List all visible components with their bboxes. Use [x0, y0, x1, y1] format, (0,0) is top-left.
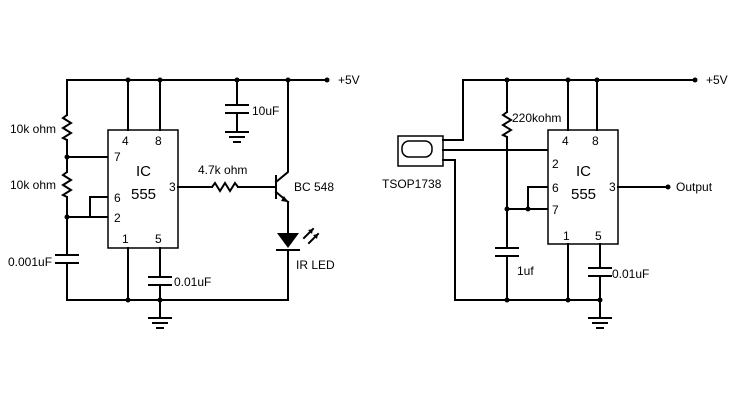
tx-pin-8: 8	[155, 134, 162, 148]
wire	[89, 196, 109, 218]
rx-timing-capacitor	[495, 247, 519, 301]
rx-supply-label: +5V	[706, 73, 728, 87]
wire	[527, 186, 549, 210]
tx-bypass-ground	[225, 131, 249, 143]
tx-pin-1: 1	[122, 232, 129, 246]
rx-pin-2: 2	[552, 157, 559, 171]
junction-dot	[504, 297, 510, 303]
rx-output-label: Output	[676, 180, 713, 194]
tx-led-label: IR LED	[296, 258, 335, 272]
tx-timing-cap-label: 0.001uF	[8, 255, 52, 269]
rx-pin-4: 4	[562, 134, 569, 148]
tx-ctrl-cap-label: 0.01uF	[174, 275, 211, 289]
wire	[274, 79, 289, 184]
rx-sensor-lens	[401, 140, 433, 158]
rx-control-capacitor	[588, 267, 612, 301]
tx-pin-5: 5	[155, 232, 162, 246]
rx-output-terminal	[665, 184, 671, 190]
junction-dot	[565, 297, 571, 303]
rx-pin-1: 1	[563, 229, 570, 243]
rx-timing-cap-label: 1uf	[517, 264, 534, 278]
rx-ic-part: 555	[571, 186, 596, 203]
wire	[276, 249, 300, 301]
tx-control-capacitor	[148, 276, 172, 301]
tx-resistor-r1	[60, 114, 73, 141]
wire	[454, 159, 601, 301]
wire	[567, 79, 598, 131]
receiver-circuit: +5V TSOP1738 220kohm 1uf IC 555 4 8 2 6	[382, 73, 728, 329]
rx-pin-8: 8	[592, 134, 599, 148]
tx-pin-4: 4	[122, 134, 129, 148]
tx-resistor-r2	[60, 171, 73, 198]
tx-ir-led-icon	[277, 233, 299, 248]
tx-bypass-capacitor	[225, 79, 249, 133]
wire	[454, 79, 464, 141]
tx-timing-capacitor	[55, 254, 289, 301]
rx-555-ic	[547, 129, 619, 245]
transmitter-circuit: +5V 10uF 10k ohm 10k ohm 0.001uF IC 555	[8, 73, 360, 329]
wire	[442, 139, 549, 161]
junction-dot	[125, 297, 131, 303]
ir-emission-arrowheads	[308, 229, 318, 239]
tx-pin-3: 3	[169, 180, 176, 194]
transistor-emitter-arrow	[281, 196, 288, 202]
tx-vcc-terminal	[324, 77, 330, 83]
tx-ic-part: 555	[131, 186, 156, 203]
tx-base-resistor	[211, 181, 239, 193]
rx-sensor-label: TSOP1738	[382, 177, 442, 191]
rx-ctrl-cap-label: 0.01uF	[612, 267, 649, 281]
tx-supply-label: +5V	[338, 73, 360, 87]
tx-ic-label: IC	[136, 163, 151, 180]
rx-pullup-label: 220kohm	[512, 111, 561, 125]
wire	[127, 79, 161, 131]
tx-r1-label: 10k ohm	[10, 122, 56, 136]
rx-pin-5: 5	[595, 229, 602, 243]
tx-pin-2: 2	[114, 211, 121, 225]
rx-pin-6: 6	[552, 181, 559, 195]
tx-bypass-cap-label: 10uF	[252, 104, 279, 118]
rx-pullup-resistor	[500, 111, 513, 138]
rx-pin-7: 7	[552, 203, 559, 217]
tx-555-ic	[107, 129, 179, 249]
rx-vcc-terminal	[692, 77, 698, 83]
tx-ground-icon	[148, 299, 172, 329]
tx-base-resistor-label: 4.7k ohm	[198, 163, 247, 177]
tx-r2-label: 10k ohm	[10, 178, 56, 192]
tx-pin-6: 6	[114, 191, 121, 205]
tx-transistor-label: BC 548	[294, 180, 334, 194]
rx-ground-icon	[588, 299, 612, 329]
rx-ic-label: IC	[576, 163, 591, 180]
tx-pin-7: 7	[114, 150, 121, 164]
rx-pin-3: 3	[609, 180, 616, 194]
